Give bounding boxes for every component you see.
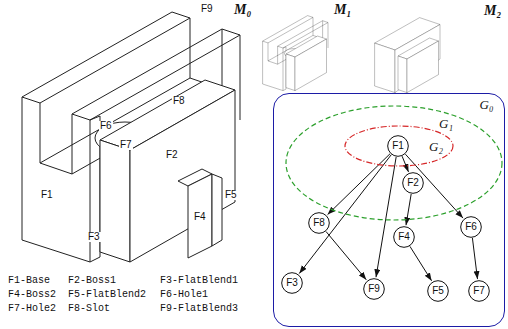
legend-text: F8-Slot [68, 304, 110, 314]
model-label: M₀ [234, 3, 251, 17]
face-label: F2 [165, 150, 179, 160]
feature-name: F7 [473, 286, 485, 296]
legend-text: F9-FlatBlend3 [160, 304, 238, 314]
face-label: F8 [172, 96, 186, 106]
legend-text: F6-Hole1 [160, 290, 208, 300]
feature-node: F9 [363, 278, 385, 300]
feature-node: F6 [460, 216, 482, 238]
legend-text: F2-Boss1 [68, 276, 116, 286]
legend-text: F7-Hole2 [8, 304, 56, 314]
feature-node: F3 [281, 272, 303, 294]
dependency-arrow [402, 156, 408, 172]
feature-name: F8 [313, 218, 325, 228]
dependency-arrow [299, 155, 391, 274]
feature-name: F4 [398, 232, 410, 242]
feature-node: F2 [402, 172, 424, 194]
feature-name: F6 [465, 222, 477, 232]
legend-text: F5-FlatBlend2 [68, 290, 146, 300]
feature-node: F5 [427, 280, 449, 302]
dependency-arrow [406, 194, 411, 225]
feature-name: F1 [392, 141, 404, 151]
dependency-arrow [376, 157, 396, 277]
legend-text: F3-FlatBlend1 [160, 276, 238, 286]
feature-name: F9 [368, 284, 380, 294]
dependency-arrow [326, 232, 366, 280]
graph-level-label: G₀ [480, 98, 494, 111]
level-ellipse: G₁ G₂ F1F2 [285, 105, 503, 221]
model-m2 [375, 18, 440, 93]
graph-level-label: G₂ [429, 140, 443, 153]
feature-name: F5 [432, 286, 444, 296]
face-label: F4 [193, 212, 207, 222]
feature-node: F4 [393, 226, 415, 248]
feature-node: F7 [468, 280, 490, 302]
graph-level-label: G₁ [439, 117, 453, 130]
face-label: F1 [40, 190, 54, 200]
feature-node: F1 [387, 135, 409, 157]
legend-text: F1-Base [8, 276, 50, 286]
legend-text: F4-Boss2 [8, 290, 56, 300]
feature-node: F8 [308, 212, 330, 234]
face-label: F6 [99, 121, 113, 131]
dependency-arrow [405, 154, 463, 218]
ellipse-outline [285, 105, 503, 221]
face-label: F5 [224, 190, 238, 200]
dependency-arrow [410, 246, 432, 280]
model-label: M₂ [484, 4, 501, 18]
dependency-arrow [328, 154, 391, 215]
model-label: M₁ [334, 3, 351, 17]
dependency-arrow [472, 238, 477, 279]
face-label: F9 [200, 4, 214, 14]
level-ellipse: G₂ F1 [344, 125, 454, 167]
model-m0 [22, 12, 240, 262]
face-label: F3 [87, 232, 101, 242]
face-label: F7 [119, 140, 133, 150]
feature-name: F3 [286, 278, 298, 288]
model-m1 [263, 16, 328, 91]
feature-name: F2 [407, 178, 419, 188]
graph-frame: G₀ G₁ G₂ F1F2F8F4 F6F3F9 F5 F7 [273, 93, 505, 327]
